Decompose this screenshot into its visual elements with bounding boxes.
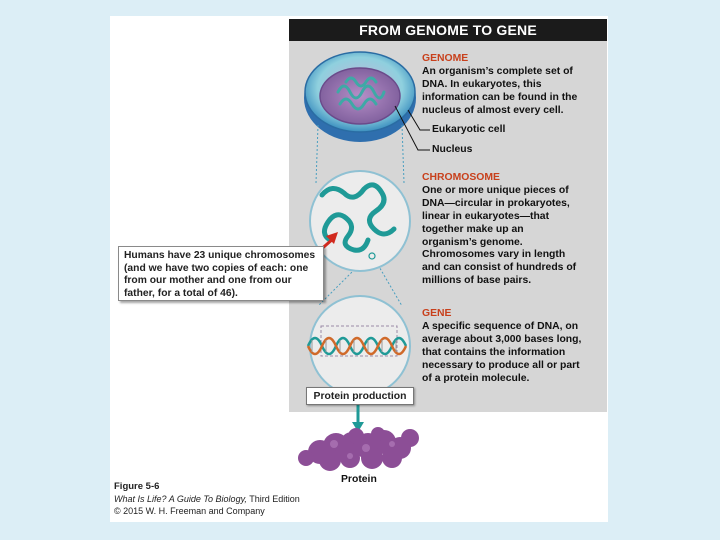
book-edition: Third Edition [246, 494, 300, 504]
chromosome-line: Chromosomes vary in length [422, 249, 566, 261]
gene-line: of a protein molecule. [422, 372, 530, 384]
genome-line: information can be found in the [422, 91, 578, 103]
gene-line: average about 3,000 bases long, [422, 333, 582, 345]
chromosome-line: DNA—circular in prokaryotes, [422, 197, 570, 209]
genome-heading: GENOME [422, 53, 469, 64]
eukaryotic-cell-illustration [304, 51, 416, 142]
book-title: What Is Life? A Guide To Biology, [114, 494, 247, 504]
gene-heading: GENE [422, 308, 452, 319]
gene-description: GENE A specific sequence of DNA, on aver… [422, 308, 602, 385]
chromosome-line: organism’s genome. [422, 236, 523, 248]
copyright-notice: © 2015 W. H. Freeman and Company [114, 506, 265, 516]
protein-production-label: Protein production [306, 387, 414, 405]
chromosome-line: together make up an [422, 223, 524, 235]
gene-line: that contains the information [422, 346, 566, 358]
chromosome-heading: CHROMOSOME [422, 172, 500, 183]
chromosome-description: CHROMOSOME One or more unique pieces of … [422, 172, 602, 288]
gene-line: A specific sequence of DNA, on [422, 320, 579, 332]
callout-line: father, for a total of 46). [124, 287, 238, 299]
protein-label: Protein [341, 474, 377, 485]
eukaryotic-cell-label: Eukaryotic cell [432, 124, 506, 135]
figure-number: Figure 5-6 [114, 481, 160, 492]
genome-line: An organism’s complete set of [422, 65, 573, 77]
figure-caption: Figure 5-6 What Is Life? A Guide To Biol… [114, 481, 300, 517]
genome-description: GENOME An organism’s complete set of DNA… [422, 53, 602, 118]
chromosome-line: and can consist of hundreds of [422, 262, 577, 274]
genome-line: DNA. In eukaryotes, this [422, 78, 542, 90]
chromosome-illustration [309, 170, 411, 272]
human-chromosome-callout: Humans have 23 unique chromosomes (and w… [118, 246, 324, 301]
label-leaders [394, 105, 430, 151]
protein-illustration [298, 427, 419, 471]
callout-line: from our mother and one from our [124, 275, 292, 287]
chromosome-line: linear in eukaryotes—that [422, 210, 550, 222]
genome-line: nucleus of almost every cell. [422, 104, 564, 116]
callout-line: (and we have two copies of each: one [124, 262, 309, 274]
chromosome-line: millions of base pairs. [422, 275, 532, 287]
chromosome-line: One or more unique pieces of [422, 184, 569, 196]
figure-title: FROM GENOME TO GENE [289, 19, 607, 41]
nucleus-label: Nucleus [432, 144, 473, 155]
gene-line: necessary to produce all or part [422, 359, 580, 371]
protein-arrow [352, 404, 364, 432]
callout-line: Humans have 23 unique chromosomes [124, 250, 316, 261]
gene-dna-illustration [306, 295, 411, 397]
